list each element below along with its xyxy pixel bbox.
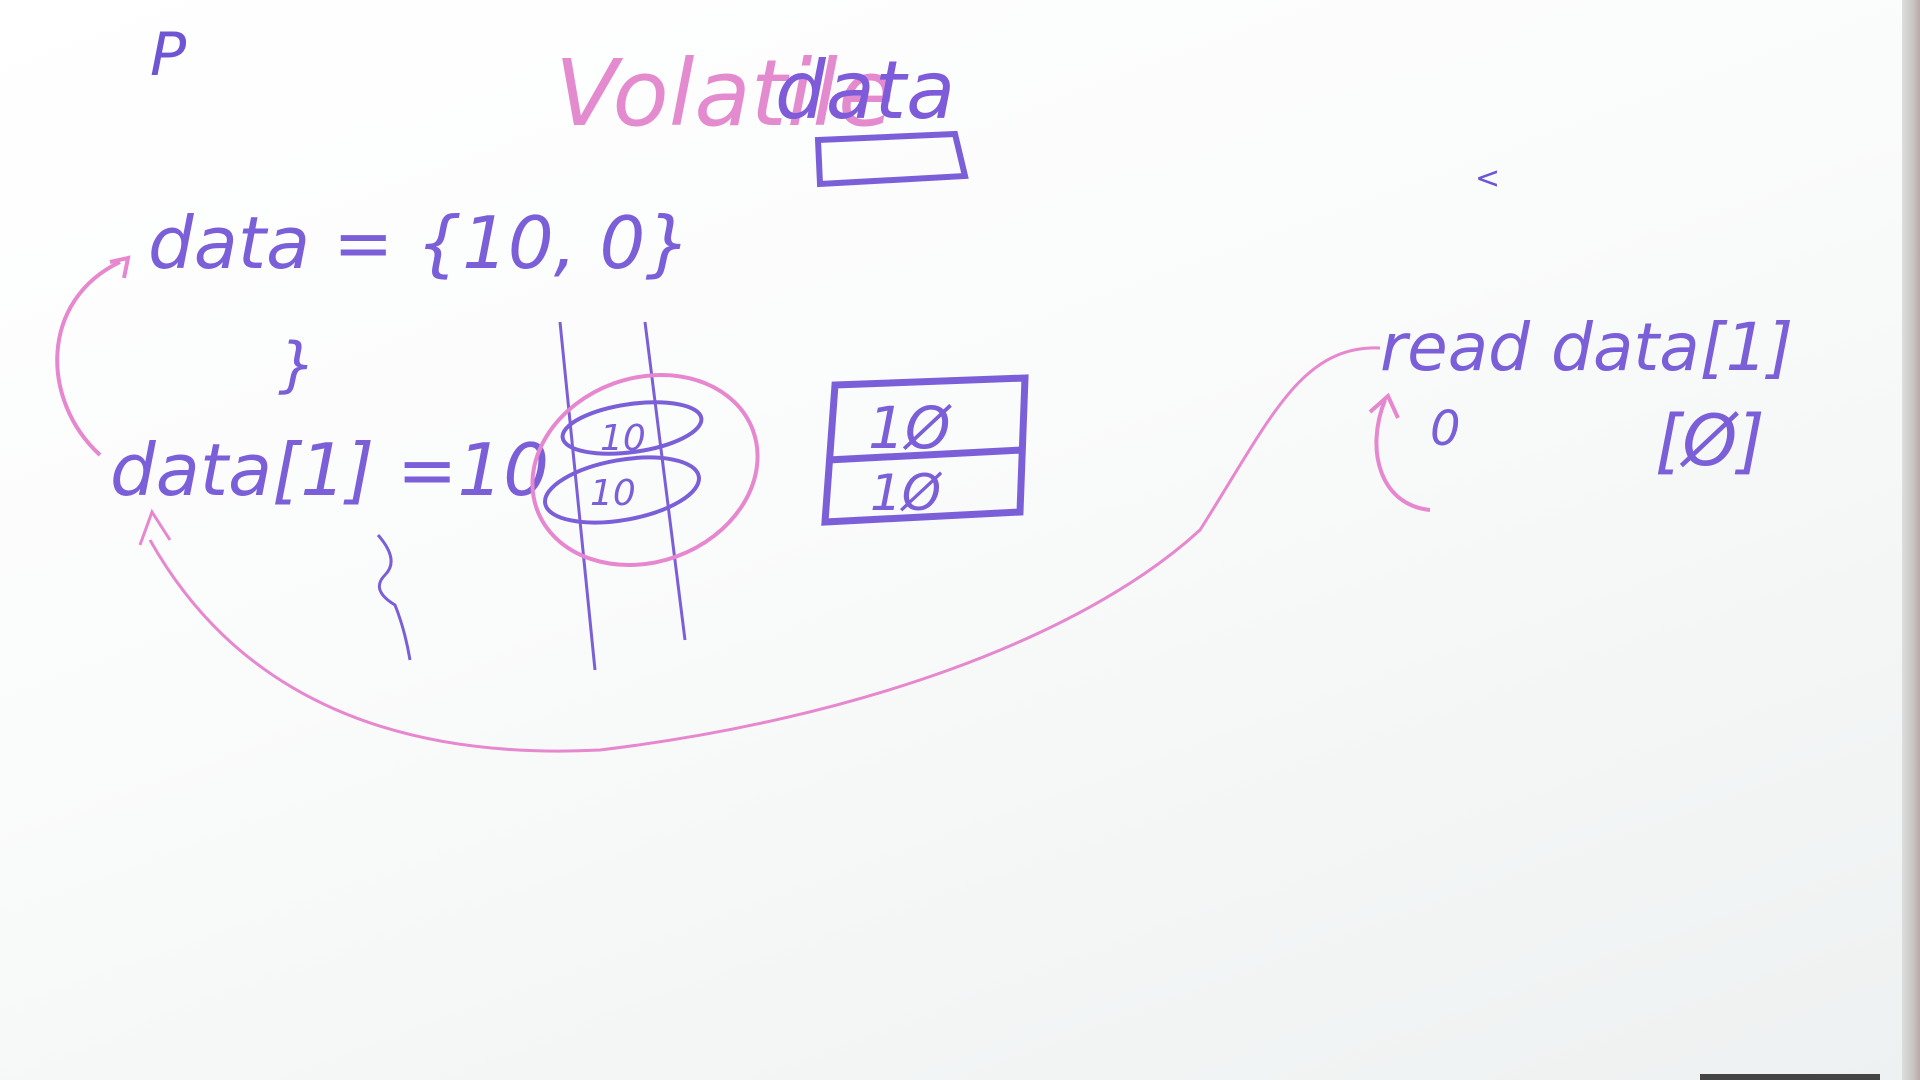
cache-lane-right xyxy=(643,321,687,641)
memory-value-2: 1Ø xyxy=(870,464,943,522)
whiteboard-edge xyxy=(1902,0,1920,1080)
cache-value-2: 10 xyxy=(590,473,636,514)
cache-cell-1 xyxy=(560,400,704,456)
loop-arrow-head xyxy=(109,255,131,279)
marker-tray xyxy=(1700,1074,1880,1080)
cache-highlight-circle xyxy=(530,373,760,567)
memory-box xyxy=(821,374,1029,526)
right-small-arrow xyxy=(1374,399,1431,512)
caret-mark: < xyxy=(1475,161,1500,196)
read-result-right: [Ø] xyxy=(1655,400,1765,482)
brace-long xyxy=(376,534,412,661)
title-box xyxy=(814,130,969,188)
memory-divider xyxy=(827,446,1023,464)
read-result-left: 0 xyxy=(1430,401,1461,457)
long-arrow-head xyxy=(138,508,172,546)
memory-value-1: 1Ø xyxy=(868,394,952,462)
p-label: P xyxy=(150,20,187,90)
cache-value-1: 10 xyxy=(600,418,646,459)
cache-lane-left xyxy=(558,321,597,671)
brace-small: } xyxy=(278,330,316,400)
read-label: read data[1] xyxy=(1380,309,1793,386)
cache-cell-2 xyxy=(543,455,701,525)
code-line-2: data[1] =10 xyxy=(110,428,549,512)
right-small-arrow-head xyxy=(1368,392,1400,419)
title-volatile: Volatile xyxy=(555,40,895,147)
loop-arrow xyxy=(55,260,121,457)
code-line-1: data = {10, 0} xyxy=(148,201,691,285)
long-arrow xyxy=(148,346,1381,753)
title-data: data xyxy=(775,44,955,137)
